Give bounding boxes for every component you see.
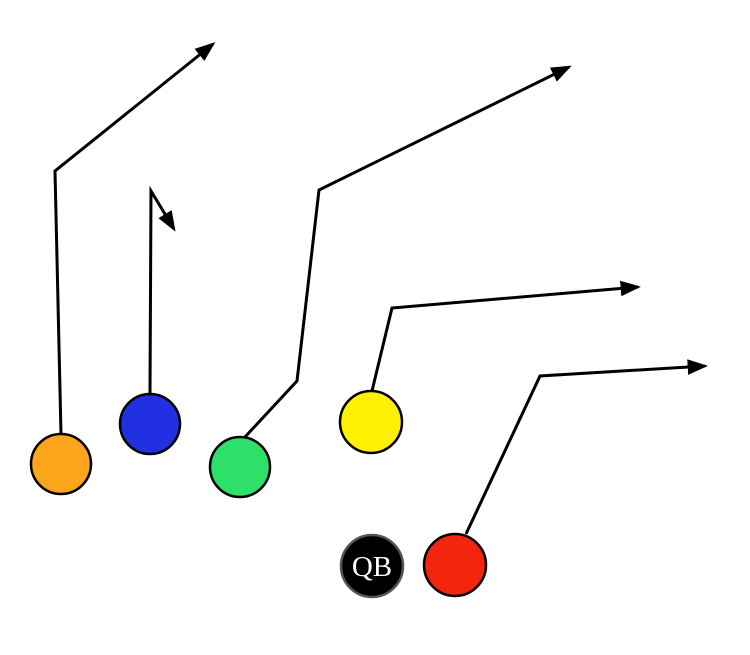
player-receiver-yellow[interactable] [338,389,404,455]
route-receiver-orange [53,42,216,435]
player-receiver-orange[interactable] [29,432,93,496]
route-receiver-green [243,65,572,439]
player-receiver-blue[interactable] [118,392,182,456]
player-receiver-red[interactable] [422,532,488,598]
player-receiver-green[interactable] [208,435,272,499]
player-quarterback[interactable] [339,533,405,599]
route-receiver-blue [148,185,176,394]
route-receiver-red [464,359,708,535]
route-receiver-yellow [370,280,641,392]
